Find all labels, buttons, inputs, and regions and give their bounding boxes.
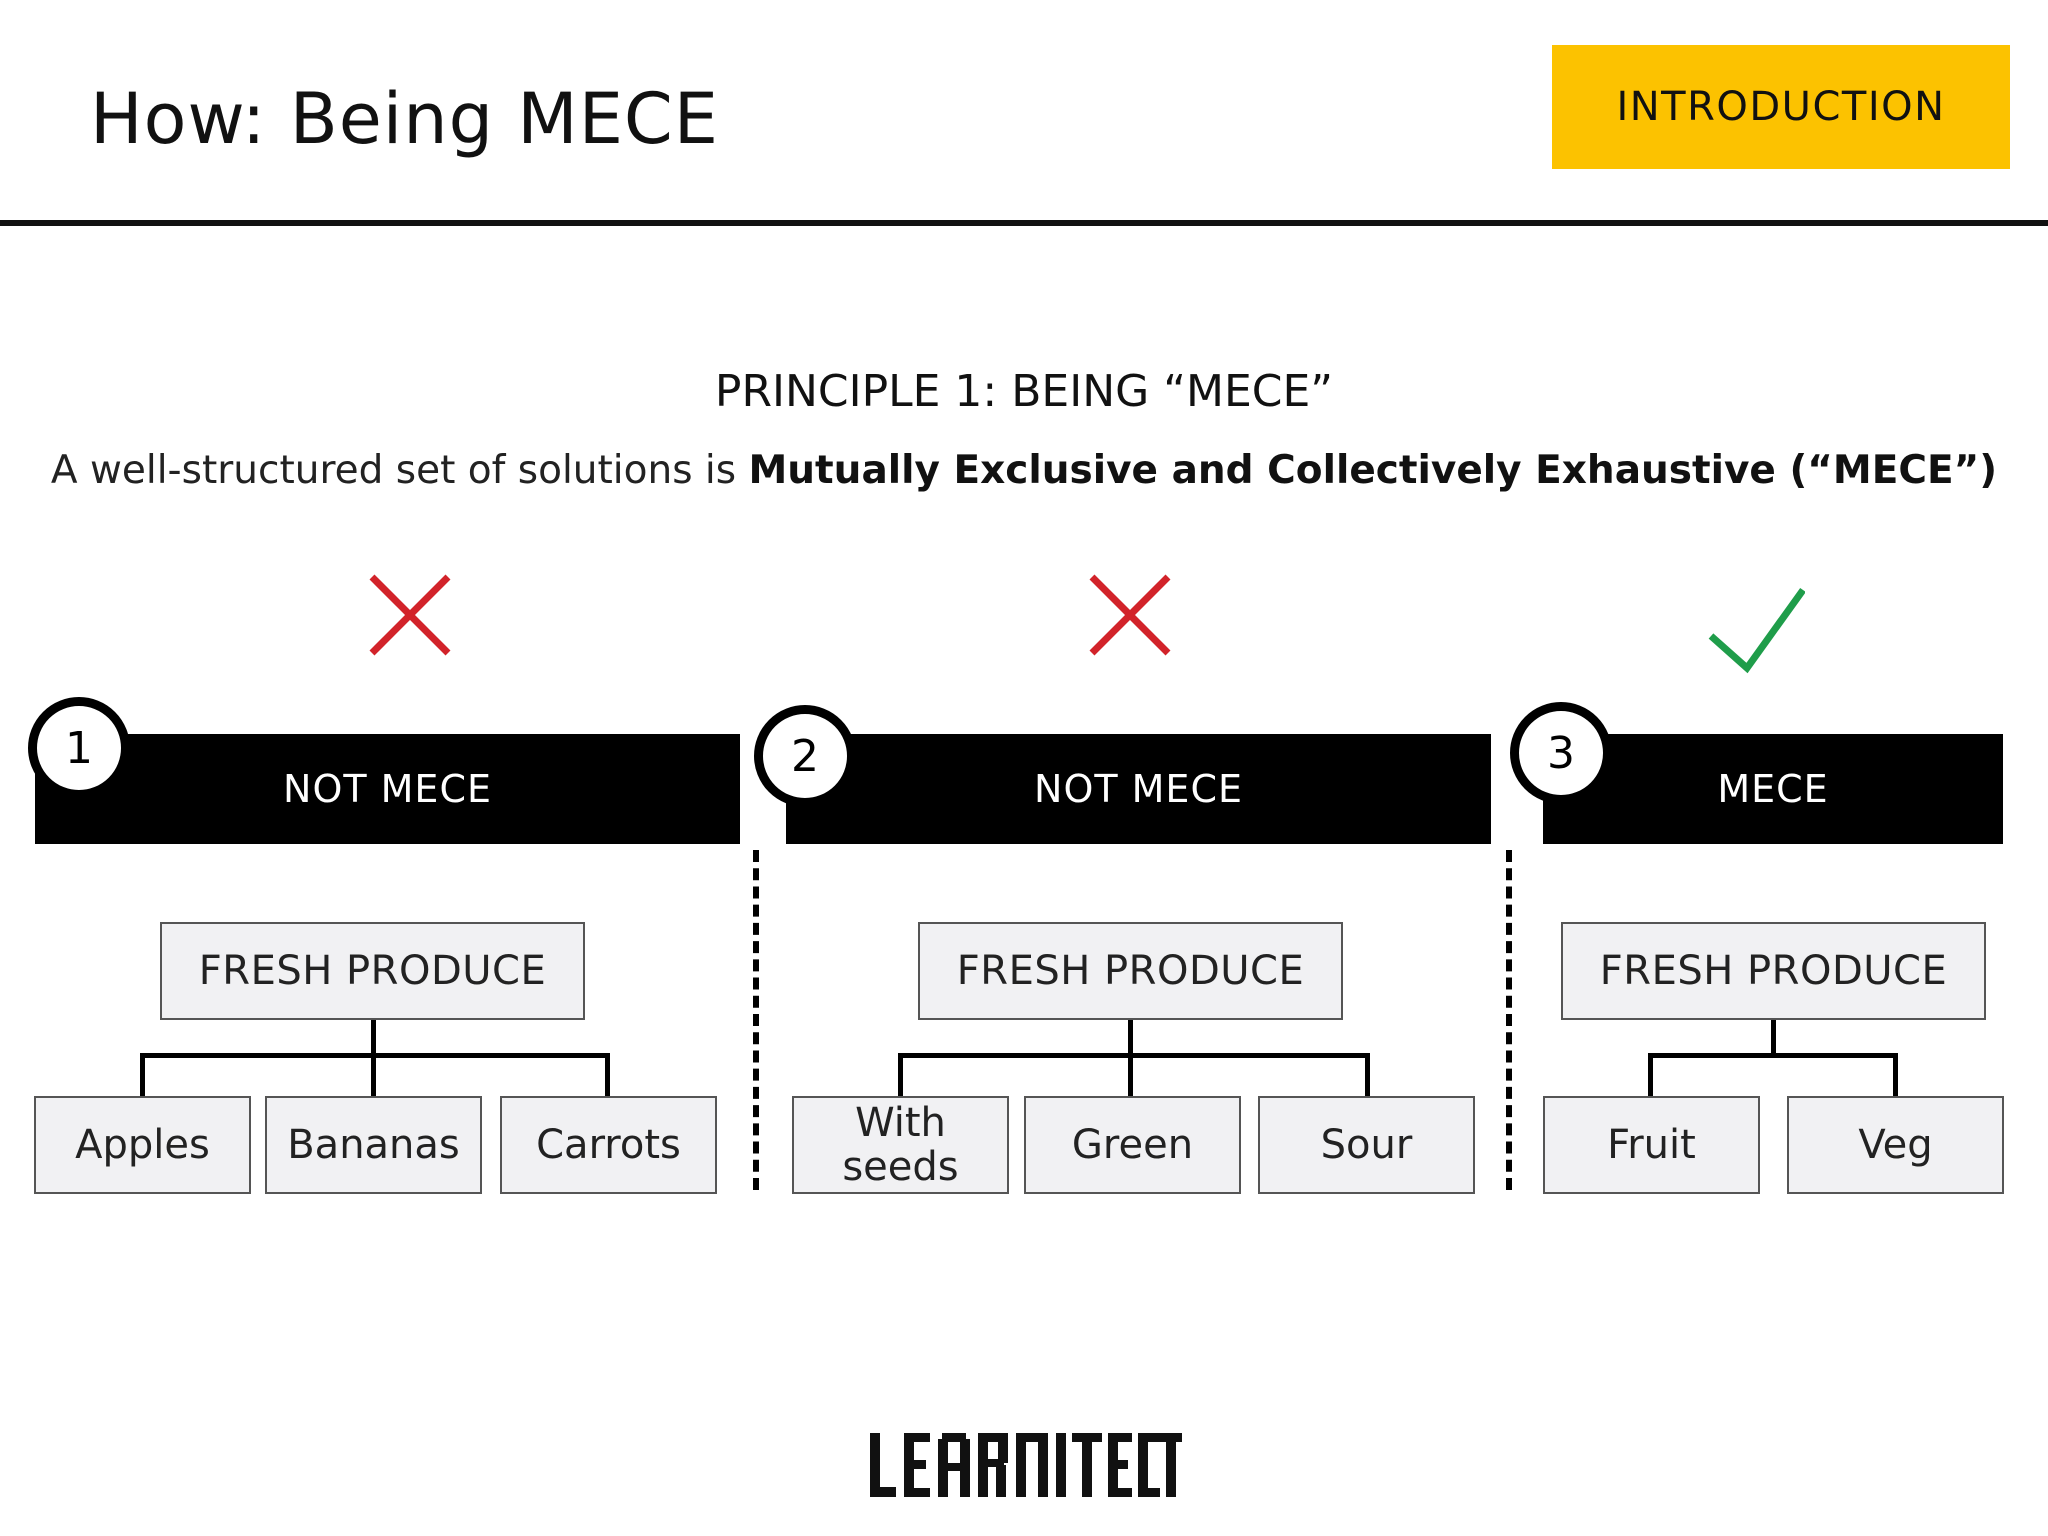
tree-connector — [1893, 1053, 1898, 1096]
step-number-1: 1 — [28, 697, 130, 799]
tree-leaf: Carrots — [500, 1096, 717, 1194]
header-divider — [0, 220, 2048, 226]
cross-icon — [369, 574, 451, 656]
step-number-2: 2 — [754, 705, 856, 807]
section-tag: INTRODUCTION — [1552, 45, 2010, 169]
tree-leaf: Bananas — [265, 1096, 482, 1194]
tree-connector — [898, 1053, 903, 1096]
tree-leaf: Green — [1024, 1096, 1241, 1194]
column-separator — [753, 850, 759, 1190]
banner-2: NOT MECE — [786, 734, 1491, 844]
step-number-3: 3 — [1510, 702, 1612, 804]
banner-label: NOT MECE — [283, 767, 492, 811]
tree-root: FRESH PRODUCE — [1561, 922, 1986, 1020]
tree-leaf: Sour — [1258, 1096, 1475, 1194]
tree-root: FRESH PRODUCE — [918, 922, 1343, 1020]
page-title: How: Being MECE — [90, 78, 720, 160]
tree-connector — [1648, 1053, 1898, 1058]
tree-leaf: Apples — [34, 1096, 251, 1194]
subtitle-plain: A well-structured set of solutions is — [50, 448, 749, 493]
brand-logo — [0, 1425, 2048, 1515]
tree-connector — [898, 1053, 1370, 1058]
tree-connector — [1771, 1020, 1776, 1056]
banner-3: MECE — [1543, 734, 2003, 844]
learnitect-logo — [870, 1433, 1182, 1497]
tree-root: FRESH PRODUCE — [160, 922, 585, 1020]
tree-connector — [1365, 1053, 1370, 1096]
tree-leaf: Veg — [1787, 1096, 2004, 1194]
tree-connector — [1128, 1020, 1133, 1096]
cross-icon — [1089, 574, 1171, 656]
tree-connector — [371, 1020, 376, 1096]
tree-connector — [605, 1053, 610, 1096]
subtitle-bold: Mutually Exclusive and Collectively Exha… — [748, 448, 1998, 493]
principle-title: PRINCIPLE 1: BEING “MECE” — [714, 366, 1334, 417]
principle-subtitle: A well-structured set of solutions is Mu… — [0, 448, 2048, 493]
check-icon — [1708, 587, 1805, 674]
column-separator — [1506, 850, 1512, 1190]
banner-label: MECE — [1717, 767, 1829, 811]
tree-leaf: Fruit — [1543, 1096, 1760, 1194]
tree-leaf: With seeds — [792, 1096, 1009, 1194]
banner-label: NOT MECE — [1034, 767, 1243, 811]
tree-connector — [140, 1053, 610, 1058]
banner-1: NOT MECE — [35, 734, 740, 844]
tree-connector — [1648, 1053, 1653, 1096]
tree-connector — [140, 1053, 145, 1096]
